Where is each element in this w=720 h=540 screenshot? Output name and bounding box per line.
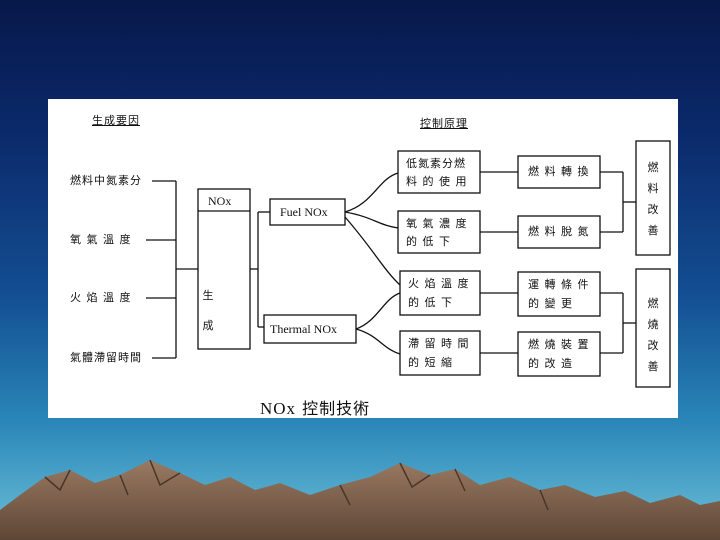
header-principles: 控制原理 [420,117,468,130]
factor-nitrogen: 燃料中氮素分 [70,174,142,187]
principle-1-line2: 料 的 使 用 [406,175,468,188]
factor-oxygen: 氧 氣 溫 度 [70,233,132,246]
fuel-nox-label: Fuel NOx [280,205,328,219]
principle-1-line1: 低氮素分燃 [406,157,466,170]
method-1-line1: 燃 料 轉 換 [528,165,590,178]
method-4-line2: 的 改 造 [528,357,573,370]
principle-2-line2: 的 低 下 [406,235,451,248]
improve-combustion: 燃燒改善 [647,297,659,373]
diagram-lines [146,140,671,388]
method-2-line1: 燃 料 脫 氮 [528,225,590,238]
factor-residence: 氣體滯留時間 [70,351,142,364]
diagram-caption: NOx 控制技術 [260,395,370,419]
caption-zh: 控制技術 [302,399,371,418]
generation-label: 生成 [202,289,214,332]
principle-3-line1: 火 焰 溫 度 [408,277,470,290]
method-4-line1: 燃 燒 裝 置 [528,338,590,351]
thermal-nox-label: Thermal NOx [270,322,337,336]
header-factors: 生成要因 [92,114,140,127]
principle-4-line2: 的 短 縮 [408,356,453,369]
principle-4-line1: 滯 留 時 間 [408,337,470,350]
principle-3-line2: 的 低 下 [408,296,453,309]
factor-flame: 火 焰 溫 度 [70,291,132,304]
diagram-panel: 生成要因 控制原理 燃料中氮素分 氧 氣 溫 度 火 焰 溫 度 氣體滯留時間 … [48,99,678,418]
mountain-range [0,459,720,540]
method-3-line2: 的 變 更 [528,297,573,310]
principle-2-line1: 氧 氣 濃 度 [406,217,468,230]
improve-fuel: 燃料改善 [647,161,659,237]
caption-en: NOx [260,399,297,418]
nox-label: NOx [208,194,232,208]
method-3-line1: 運 轉 條 件 [528,278,590,291]
